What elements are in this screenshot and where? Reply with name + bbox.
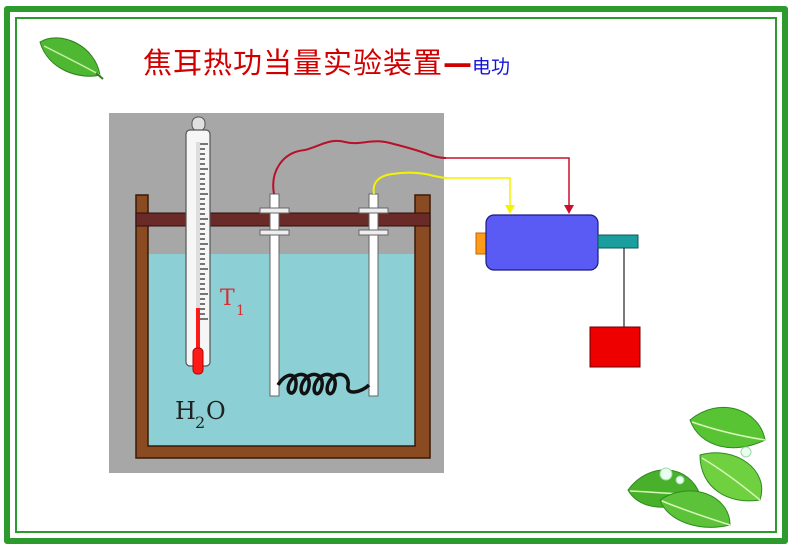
thermometer bbox=[185, 116, 211, 375]
motor-shaft bbox=[597, 234, 639, 249]
wire-red-arrowhead bbox=[564, 205, 574, 214]
container-wall bbox=[135, 194, 431, 459]
leaves-decoration-icon bbox=[627, 406, 766, 528]
slide-border-inner bbox=[15, 17, 777, 533]
wire-red-wavy bbox=[272, 140, 447, 195]
motor bbox=[485, 214, 599, 271]
slide-border-outer bbox=[4, 6, 788, 544]
title-dash: — bbox=[443, 46, 473, 80]
title-subtitle: 电功 bbox=[472, 56, 511, 78]
weight bbox=[589, 326, 641, 368]
thermometer-label: T bbox=[220, 286, 235, 311]
thermometer-label-subscript: 1 bbox=[236, 303, 245, 319]
water-label-subscript: 2 bbox=[195, 413, 205, 432]
slide-title: 焦耳热功当量实验装置—电功 bbox=[143, 40, 510, 86]
wire-red bbox=[446, 157, 570, 208]
wire-yellow-arrowhead bbox=[505, 205, 515, 214]
wire-yellow-wavy bbox=[372, 171, 447, 195]
wire-yellow bbox=[446, 177, 511, 208]
motor-end-cap bbox=[475, 232, 488, 255]
heating-coil bbox=[276, 372, 371, 396]
container-lid bbox=[135, 212, 431, 227]
electrode-left bbox=[259, 193, 290, 397]
title-main: 焦耳热功当量实验装置 bbox=[143, 46, 444, 80]
leaf-icon bbox=[39, 37, 104, 80]
water-label-o: O bbox=[206, 397, 226, 425]
water-label-h: H bbox=[175, 397, 196, 425]
